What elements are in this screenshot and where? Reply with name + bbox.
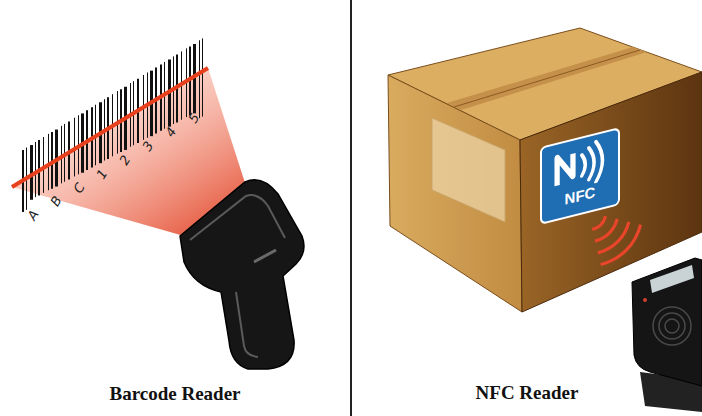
- barcode-bar: [202, 38, 203, 116]
- box-right-face: [520, 72, 702, 312]
- barcode-scanner: [180, 180, 304, 369]
- reader-symbol: [665, 319, 679, 333]
- reader-display: [650, 265, 694, 293]
- barcode-bar: [35, 142, 36, 197]
- box-seam: [454, 50, 640, 107]
- nfc-symbol-n: [557, 154, 573, 186]
- scanner-trigger: [254, 250, 276, 262]
- cardboard-box: [388, 28, 702, 312]
- scanner-highlight: [236, 292, 258, 357]
- scanner-highlight: [190, 195, 285, 240]
- barcode-digit: A: [24, 207, 41, 223]
- barcode-bar: [43, 137, 44, 193]
- box-left-face: [388, 75, 522, 312]
- barcode-bar: [38, 140, 40, 195]
- caption: Barcode Reader: [109, 383, 240, 405]
- reader-body: [632, 258, 702, 386]
- nfc-symbol-arc: [589, 147, 594, 180]
- nfc-wave: [600, 224, 642, 266]
- box-tape-patch: [432, 118, 505, 222]
- nfc-symbol-arc: [582, 154, 586, 176]
- reader-led: [643, 298, 647, 302]
- barcode-bar: [48, 134, 49, 190]
- nfc-wave: [595, 219, 619, 243]
- scanner-body: [180, 180, 304, 369]
- divider-line: [350, 0, 352, 416]
- box-tape: [447, 47, 647, 110]
- laser-line: [12, 68, 208, 187]
- caption: NFC Reader: [476, 382, 579, 404]
- barcode-bar: [199, 40, 200, 118]
- nfc-reader-device: [632, 258, 702, 412]
- nfc-wave: [592, 216, 607, 231]
- reader-symbol: [653, 307, 691, 345]
- reader-symbol: [659, 313, 685, 339]
- nfc-waves: [592, 216, 642, 266]
- nfc-symbol-arc: [596, 140, 603, 182]
- tag-label: NFC: [542, 178, 618, 214]
